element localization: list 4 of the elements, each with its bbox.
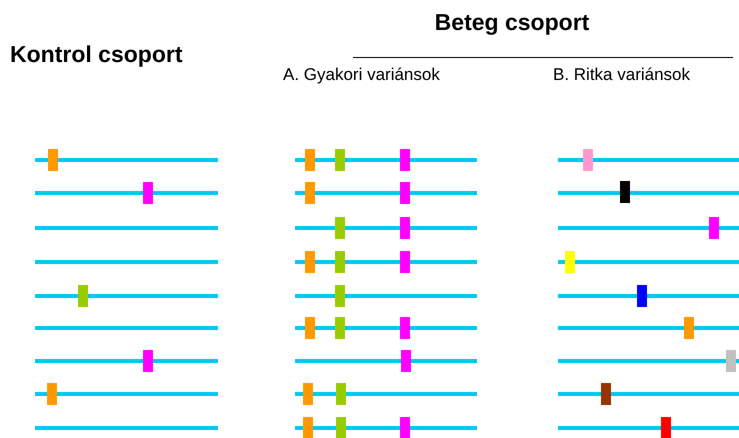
column-heading: A. Gyakori variánsok [283, 65, 440, 85]
group-heading: Beteg csoport [434, 9, 590, 36]
column-heading: B. Ritka variánsok [553, 65, 690, 85]
group-heading: Kontrol csoport [10, 41, 182, 68]
